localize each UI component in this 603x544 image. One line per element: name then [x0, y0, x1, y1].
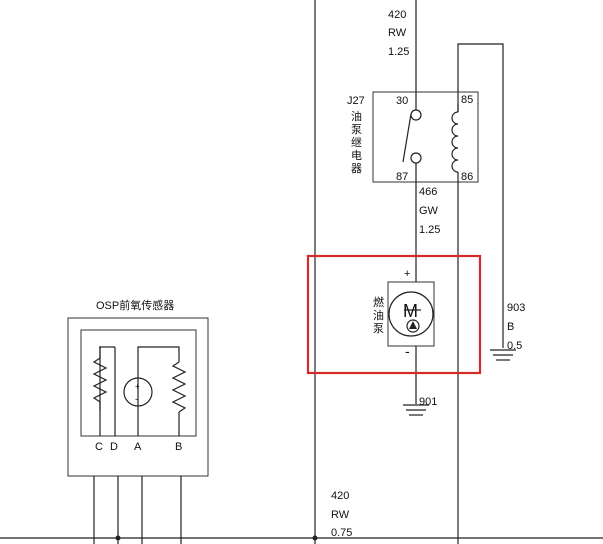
source-minus: - [135, 394, 138, 404]
wire-420-bottom-gauge: 0.75 [331, 527, 352, 539]
wire-420-top-gauge: 1.25 [388, 46, 409, 58]
wire-420-top-color: RW [388, 27, 407, 39]
relay-contact-30 [410, 109, 422, 121]
motor-letter: M [403, 301, 418, 321]
wire-420-bottom-color: RW [331, 509, 350, 521]
sensor-resistor-icon [171, 361, 187, 413]
pump-rotation-icon [406, 319, 420, 333]
wire-466-number: 466 [419, 186, 437, 198]
sensor-loop [137, 346, 180, 436]
relay-pin-85: 85 [461, 94, 473, 106]
relay-name-char: 器 [351, 162, 362, 175]
relay-pin-30: 30 [396, 95, 408, 107]
wire-903-gauge: 0.5 [507, 340, 522, 352]
wire-903-number: 903 [507, 302, 525, 314]
motor-icon [388, 291, 434, 337]
pump-name-char: 泵 [373, 322, 384, 335]
heater-resistor-icon [92, 357, 108, 403]
osp-sensor-title: OSP前氧传感器 [96, 298, 174, 312]
voltage-source-icon [123, 377, 153, 407]
osp-pin-d: D [110, 441, 118, 453]
relay-name-char: 油 [351, 109, 362, 123]
pump-triangle-icon [409, 321, 417, 329]
wire-420-bottom-number: 420 [331, 490, 349, 502]
fuel-pump-body [387, 281, 435, 347]
wire-903-loop [457, 43, 504, 348]
fuel-pump-highlight [306, 254, 482, 375]
wire-466-color: GW [419, 205, 439, 217]
pump-name-char: 燃 [373, 295, 384, 309]
wire-903-color: B [507, 321, 514, 333]
pump-name-char: 油 [373, 308, 384, 322]
relay-name-char: 电 [351, 149, 362, 162]
relay-id: J27 [347, 95, 365, 107]
relay-j27-box [372, 91, 479, 183]
osp-pin-c: C [95, 441, 103, 453]
relay-name-char: 继 [351, 136, 362, 149]
relay-name-char: 泵 [351, 123, 362, 136]
wire-466-gauge: 1.25 [419, 224, 440, 236]
pump-plus-sign: + [404, 268, 410, 280]
osp-sensor-outer-box [67, 317, 209, 477]
heater-lead [99, 346, 101, 436]
relay-coil-symbol [451, 111, 459, 173]
wire-420-top-number: 420 [388, 9, 406, 21]
pump-minus-sign: - [405, 343, 410, 359]
relay-pin-86: 86 [461, 171, 473, 183]
osp-pin-b: B [175, 441, 182, 453]
osp-pin-a: A [134, 441, 142, 453]
junction-dot [312, 535, 318, 541]
relay-contact-87 [410, 152, 422, 164]
source-plus: + [135, 382, 140, 391]
ground-901-label: 901 [419, 396, 437, 408]
relay-pin-87: 87 [396, 171, 408, 183]
relay-switch-arm [402, 113, 412, 163]
